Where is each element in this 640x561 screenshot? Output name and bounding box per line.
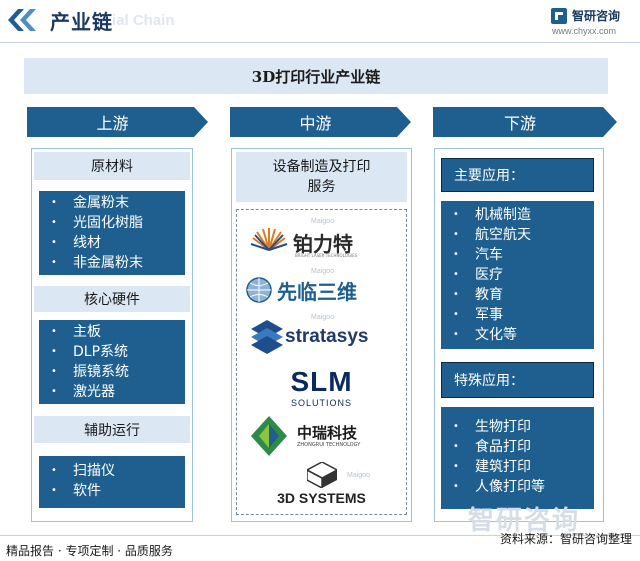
list-item: 汽车 [441,245,594,265]
company-logos: Maigoo 铂力特 BRIGHT LASER TECHNOLOGIES Mai… [236,209,407,515]
list-item: 医疗 [441,265,594,285]
logo-watermark: Maigoo [311,268,334,275]
footer-watermark: 智研咨询 [468,506,581,536]
list-item: DLP系统 [39,342,185,362]
list-item: 振镜系统 [39,362,185,382]
logo-zhongrui-sub: ZHONGRUI TECHNOLOGY [297,442,361,448]
list-item: 机械制造 [441,205,594,225]
logo-blt-name: 铂力特 [293,232,353,256]
logo-3dsystems: Maigoo 3D SYSTEMS [237,462,406,512]
logo-slm: SLM SOLUTIONS [237,366,406,412]
main-applications-list: 机械制造 航空航天 汽车 医疗 教育 军事 文化等 [441,201,594,349]
list-item: 线材 [39,233,185,253]
section-equipment-line1: 设备制造及打印 [272,159,371,175]
raw-materials-list: 金属粉末 光固化树脂 线材 非金属粉末 [39,191,185,275]
section-equipment-line2: 服务 [307,179,336,195]
3dsystems-cube-icon [307,462,337,488]
section-equipment: 设备制造及打印 服务 [236,152,407,202]
footer-slogan: 精品报告 · 专项定制 · 品质服务 [6,544,173,558]
list-item: 军事 [441,305,594,325]
brand-url: www.chyxx.com [552,26,617,36]
special-applications-header: 特殊应用： [441,362,594,398]
footer-divider [0,535,640,536]
logo-shining3d: Maigoo 先临三维 [237,268,406,308]
upstream-header: 上游 [27,107,208,137]
list-item: 人像打印等 [441,477,594,497]
logo-slm-sub: SOLUTIONS [290,398,352,408]
double-chevron-icon [8,9,36,31]
section-core-hardware: 核心硬件 [34,286,190,312]
brand-logo-icon [551,8,567,24]
core-hardware-list: 主板 DLP系统 振镜系统 激光器 [39,320,185,404]
midstream-header: 中游 [230,107,411,137]
shining3d-globe-icon [246,277,272,303]
footer-source: 资料来源：智研咨询整理 [499,532,632,546]
section-auxiliary: 辅助运行 [34,416,190,443]
auxiliary-list: 扫描仪 软件 [39,456,185,508]
list-item: 激光器 [39,382,185,402]
list-item: 主板 [39,322,185,342]
special-applications-list: 生物打印 食品打印 建筑打印 人像打印等 [441,407,594,509]
list-item: 文化等 [441,325,594,345]
logo-3dsystems-name: 3D SYSTEMS [277,490,366,506]
page-title: 产业链 [50,10,113,34]
logo-watermark: Maigoo [311,314,334,321]
logo-blt-sub: BRIGHT LASER TECHNOLOGIES [295,253,358,258]
header-divider [0,42,640,43]
logo-slm-name: SLM [290,366,353,397]
downstream-header: 下游 [433,107,617,137]
diagram-title: 3D打印行业产业链 [24,58,608,94]
logo-watermark: Maigoo [347,472,370,479]
logo-zhongrui-name: 中瑞科技 [297,424,358,442]
list-item: 软件 [39,481,185,501]
zhongrui-mark-icon [251,416,287,456]
brand-name: 智研咨询 [572,9,621,23]
list-item: 非金属粉末 [39,253,185,273]
logo-watermark: Maigoo [311,218,334,225]
logo-stratasys: Maigoo stratasys [237,314,406,358]
list-item: 教育 [441,285,594,305]
stratasys-mark-icon [251,320,283,354]
list-item: 生物打印 [441,417,594,437]
page-header: ial Chain 产业链 智研咨询 www.chyxx.com [0,0,640,42]
logo-blt: Maigoo 铂力特 BRIGHT LASER TECHNOLOGIES [237,218,406,262]
main-applications-header: 主要应用： [441,158,594,192]
logo-zhongrui: 中瑞科技 ZHONGRUI TECHNOLOGY [237,414,406,458]
list-item: 光固化树脂 [39,213,185,233]
section-raw-materials: 原材料 [34,152,190,180]
header-watermark: ial Chain [112,12,175,29]
list-item: 金属粉末 [39,193,185,213]
logo-shining3d-name: 先临三维 [277,280,357,304]
blt-sun-icon [250,228,288,251]
list-item: 食品打印 [441,437,594,457]
list-item: 航空航天 [441,225,594,245]
logo-stratasys-name: stratasys [285,326,369,347]
list-item: 建筑打印 [441,457,594,477]
list-item: 扫描仪 [39,461,185,481]
